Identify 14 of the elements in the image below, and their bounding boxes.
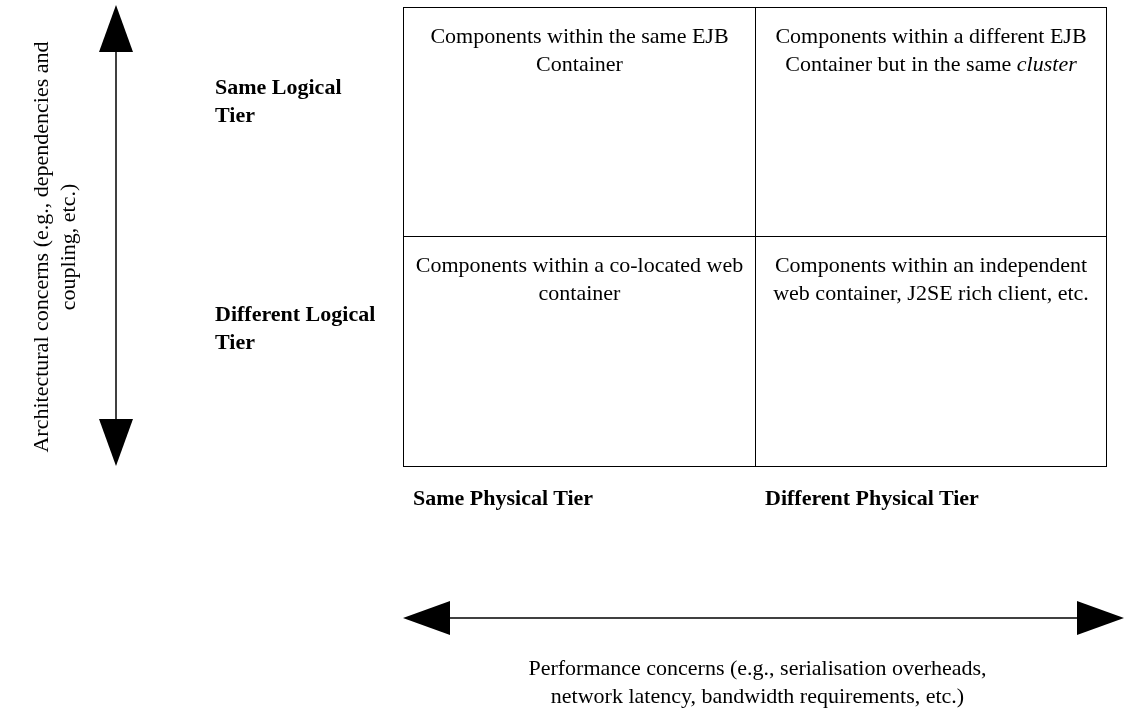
cell-text: Components within an independent web container, J2SE rich client, etc. [772,251,1090,307]
row-label: Same Logical Tier [215,73,343,129]
cell-text: Components within a co-located web container [414,251,745,307]
row-label: Different Logical Tier [215,300,377,356]
cell-text: Components within the same EJB Container [429,22,730,78]
grid-cell [755,236,1107,467]
axis-label: Architectural concerns (e.g., dependencies and coupling, etc.) [28,41,80,453]
column-label: Different Physical Tier [765,484,979,512]
column-label: Same Physical Tier [413,484,594,512]
axis-label: Performance concerns (e.g., serialisation overheads, network latency, bandwidth requirements, etc.) [528,655,987,708]
cell-text: Components within a different EJB Container but in the same cluster [774,22,1088,78]
grid-cell [403,236,756,467]
grid-cell [755,7,1107,237]
grid-cell [403,7,756,237]
